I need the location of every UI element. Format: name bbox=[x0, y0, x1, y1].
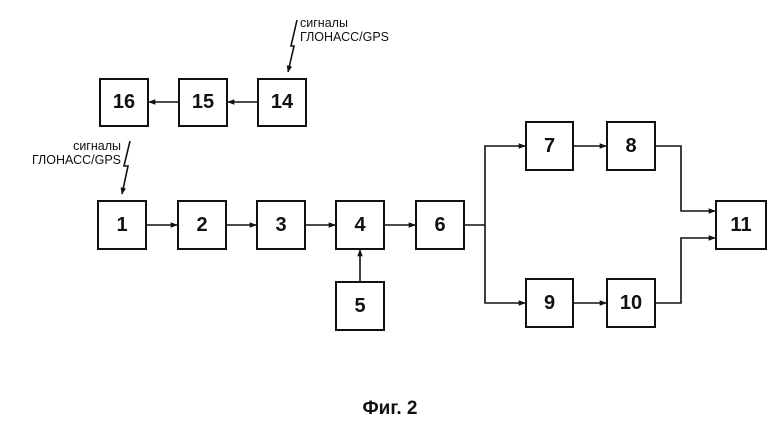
block-11: 11 bbox=[715, 200, 767, 250]
block-16: 16 bbox=[99, 78, 149, 127]
signal-label-top: сигналы ГЛОНАСС/GPS bbox=[300, 16, 389, 44]
signal-label-top-line2: ГЛОНАСС/GPS bbox=[300, 30, 389, 44]
signal-label-left-line1: сигналы bbox=[9, 139, 121, 153]
block-4: 4 bbox=[335, 200, 385, 250]
block-9: 9 bbox=[525, 278, 574, 328]
block-14: 14 bbox=[257, 78, 307, 127]
figure-caption: Фиг. 2 bbox=[0, 398, 780, 420]
signal-label-left-line2: ГЛОНАСС/GPS bbox=[9, 153, 121, 167]
arrow-6-to-7 bbox=[485, 146, 525, 225]
block-7: 7 bbox=[525, 121, 574, 171]
block-2: 2 bbox=[177, 200, 227, 250]
arrow-8-to-11 bbox=[656, 146, 715, 211]
signal-label-left: сигналы ГЛОНАСС/GPS bbox=[9, 139, 121, 167]
arrow-6-to-9 bbox=[485, 225, 525, 303]
block-8: 8 bbox=[606, 121, 656, 171]
block-1: 1 bbox=[97, 200, 147, 250]
block-5: 5 bbox=[335, 281, 385, 331]
signal-lightning-left bbox=[122, 141, 130, 194]
signal-lightning-top bbox=[288, 20, 297, 72]
block-6: 6 bbox=[415, 200, 465, 250]
block-3: 3 bbox=[256, 200, 306, 250]
signal-label-top-line1: сигналы bbox=[300, 16, 389, 30]
arrow-10-to-11 bbox=[656, 238, 715, 303]
block-15: 15 bbox=[178, 78, 228, 127]
block-10: 10 bbox=[606, 278, 656, 328]
